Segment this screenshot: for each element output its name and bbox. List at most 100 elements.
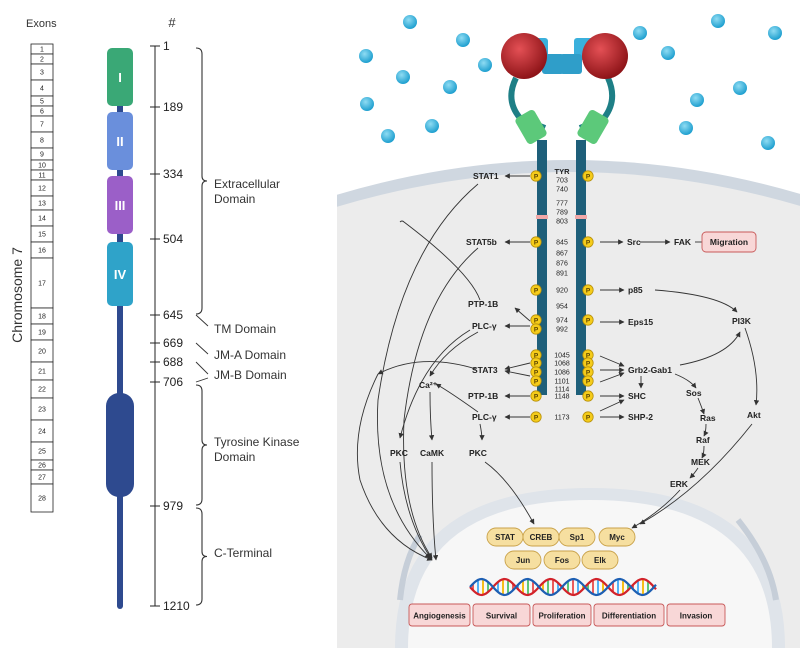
phospho-label: P	[534, 415, 539, 422]
node-ca: Ca²⁺	[419, 380, 438, 390]
ligand-droplet	[403, 15, 417, 29]
phospho-site	[530, 411, 542, 423]
arrow-grb2-pi3k	[679, 331, 741, 366]
arrow-stat3-nucleus	[356, 373, 433, 561]
tyr-residue-label: 777	[556, 201, 568, 208]
tyr-residue-label: 1045	[554, 353, 570, 360]
residue-number: 706	[163, 375, 183, 389]
region-braces	[195, 47, 209, 606]
ligand-droplet	[360, 97, 374, 111]
residue-number: 334	[163, 167, 183, 181]
phospho-label: P	[534, 370, 539, 377]
arrow-sos-ras	[697, 397, 706, 415]
tyr-residue-label: 789	[556, 210, 568, 217]
exon-label: 10	[38, 163, 46, 170]
tyr-residue-label: 1114	[555, 387, 570, 394]
exon-label: 22	[38, 387, 46, 394]
arrow-stat3-b	[504, 369, 531, 377]
region-connector	[195, 377, 209, 383]
arrow-mek-erk	[689, 467, 699, 479]
phospho-site	[582, 314, 594, 326]
ligand-droplet	[396, 70, 410, 84]
phospho-site	[530, 170, 542, 182]
phospho-label: P	[534, 318, 539, 325]
arrow-grb2-c	[599, 372, 625, 383]
egfr-dimer	[501, 33, 628, 395]
outcome-box	[593, 603, 665, 627]
migration-label: Migration	[710, 237, 748, 247]
outcome-label: Differentiation	[602, 612, 656, 621]
arrow-shc-b	[599, 399, 625, 412]
node-stat1: STAT1	[473, 171, 499, 181]
brace-tyrosine-kinase	[195, 384, 208, 506]
exon-label: 9	[40, 152, 44, 159]
region-jmb: JM-B Domain	[214, 368, 287, 382]
exon-label: 2	[40, 57, 44, 64]
phospho-label: P	[534, 394, 539, 401]
tf-label: CREB	[530, 533, 553, 542]
node-stat5b: STAT5b	[466, 237, 497, 247]
hash-header: #	[168, 15, 176, 30]
signaling-pathway-panel: TYR 703740777789803845867876891920954974…	[337, 14, 800, 648]
arrow-stat1-nucleus	[377, 183, 479, 559]
outcome-label: Invasion	[680, 612, 713, 621]
node-eps15: Eps15	[628, 317, 653, 327]
arrow-akt-nucleus	[639, 423, 753, 525]
node-src: Src	[627, 237, 641, 247]
nuclear-pore-left	[397, 533, 423, 601]
phospho-label: P	[586, 370, 591, 377]
node-camk: CaMK	[420, 448, 445, 458]
tf-label: STAT	[495, 533, 515, 542]
arrow-erk-nucleus	[631, 489, 681, 529]
receptor-stripe-right	[575, 215, 587, 219]
region-extracellular-line2: Domain	[214, 192, 255, 206]
phospho-site	[582, 411, 594, 423]
residue-number: 1	[163, 39, 170, 53]
exon-label: 27	[38, 475, 46, 482]
phospho-label: P	[586, 379, 591, 386]
region-tm: TM Domain	[214, 322, 276, 336]
residue-number: 1210	[163, 599, 190, 613]
outcome-box	[532, 603, 592, 627]
tf-label: Fos	[555, 556, 570, 565]
phospho-label: P	[586, 361, 591, 368]
arrow-plcg-pkc	[398, 329, 471, 439]
gene-structure-panel: Exons # Chromosome 7 1234567891011121314…	[9, 15, 300, 613]
residue-number: 504	[163, 232, 183, 246]
node-mek: MEK	[691, 457, 711, 467]
domain-label: II	[116, 134, 123, 149]
tyr-residue-label: 992	[556, 327, 568, 334]
domain-label: I	[118, 70, 122, 85]
phospho-label: P	[534, 379, 539, 386]
tf-label: Sp1	[570, 533, 585, 542]
arrow-ptp1b-a	[514, 307, 531, 322]
residue-number: 979	[163, 499, 183, 513]
phospho-label: P	[586, 288, 591, 295]
tf-pill	[558, 527, 596, 547]
brace-extracellular	[195, 47, 208, 315]
residue-number: 688	[163, 355, 183, 369]
tyr-residue-label: 1101	[554, 379, 569, 386]
tf-pill	[504, 550, 542, 570]
phospho-site	[530, 390, 542, 402]
node-ptp1b-a: PTP-1B	[468, 299, 498, 309]
migration-box	[701, 231, 757, 253]
node-pkc-a: PKC	[390, 448, 408, 458]
phospho-label: P	[586, 394, 591, 401]
exon-label: 14	[38, 216, 46, 223]
exon-label: 16	[38, 248, 46, 255]
phospho-site	[582, 284, 594, 296]
ligand-droplet	[456, 33, 470, 47]
exon-label: 4	[40, 86, 44, 93]
residue-number: 189	[163, 100, 183, 114]
ligand-droplet	[478, 58, 492, 72]
tyr-residue-label: 867	[556, 251, 568, 258]
arrow-ptp1b-stat5b	[399, 220, 481, 301]
exon-label: 1	[40, 47, 44, 54]
ligand-droplet	[679, 121, 693, 135]
arrow-plcg-b-pkc	[479, 423, 485, 441]
phospho-label: P	[534, 327, 539, 334]
node-p85: p85	[628, 285, 643, 295]
